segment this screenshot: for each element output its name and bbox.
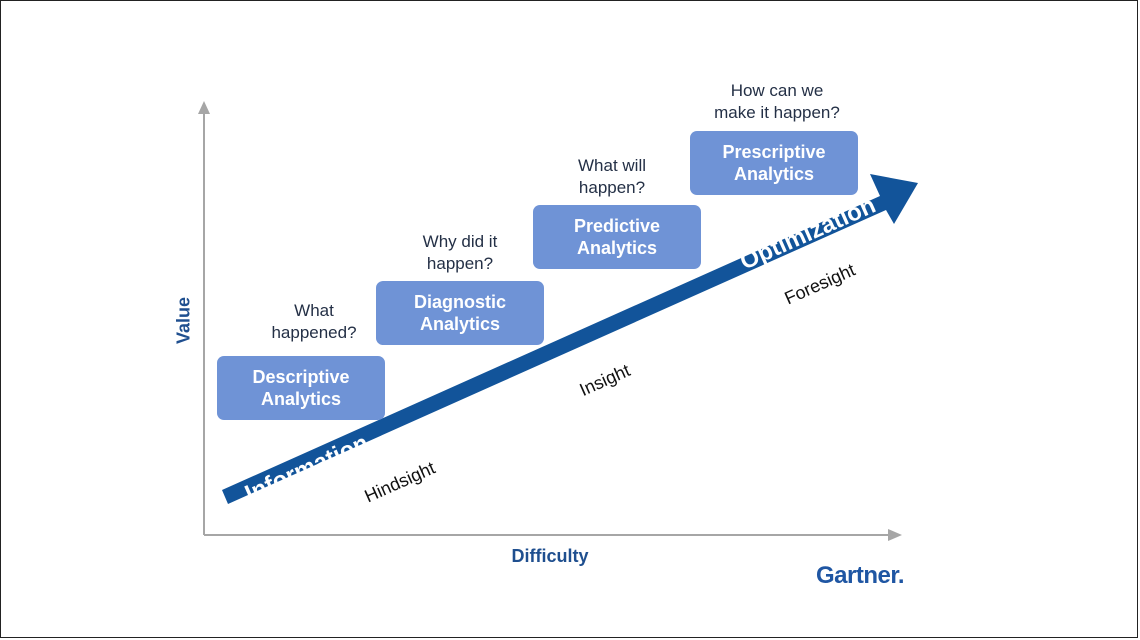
y-axis-label: Value bbox=[173, 296, 194, 345]
question-predictive: What will happen? bbox=[577, 156, 646, 197]
question-descriptive: What happened? bbox=[271, 301, 357, 342]
x-axis-label: Difficulty bbox=[511, 546, 589, 566]
question-prescriptive: How can we make it happen? bbox=[714, 81, 840, 122]
x-axis-arrowhead bbox=[888, 529, 902, 541]
y-axis-arrowhead bbox=[198, 101, 210, 114]
progress-arrow bbox=[222, 174, 918, 504]
gartner-logo: Gartner. bbox=[816, 562, 905, 589]
question-diagnostic: Why did it happen? bbox=[422, 232, 498, 273]
